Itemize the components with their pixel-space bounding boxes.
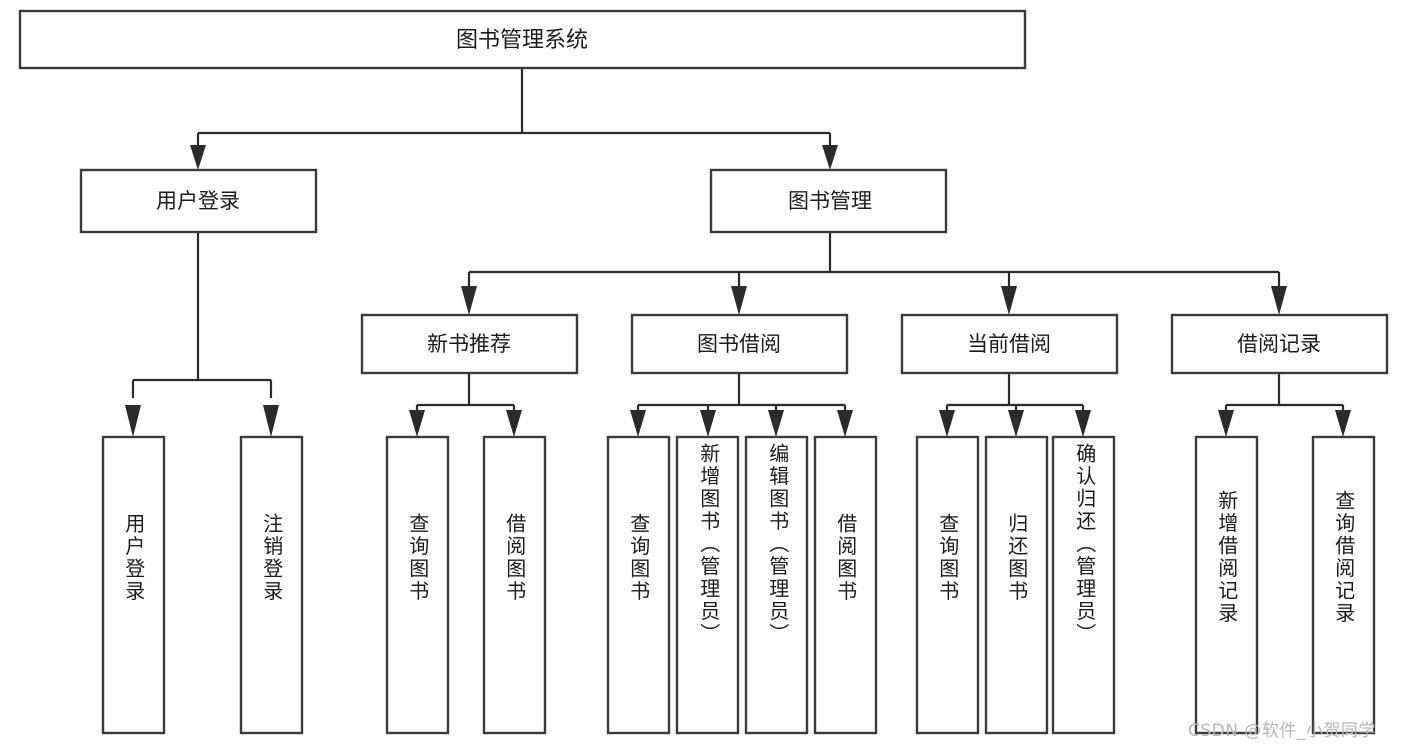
node-current-borrow-label: 当前借阅 (967, 332, 1051, 356)
leaf-box-add-borrow-record[interactable] (1194, 435, 1259, 735)
leaf-box-return-books[interactable] (984, 435, 1049, 735)
node-root-label: 图书管理系统 (456, 28, 588, 53)
node-user-login[interactable]: 用户登录 (79, 168, 318, 234)
leaf-label-return-books: 归还图书 (1004, 513, 1029, 603)
leaf-box-add-book-admin[interactable] (675, 435, 740, 735)
node-new-book-recommend[interactable]: 新书推荐 (360, 313, 579, 375)
node-borrow-records-label: 借阅记录 (1237, 332, 1321, 356)
watermark: CSDN @软件_小贺同学 (1188, 721, 1376, 741)
leaf-label-query-books-recommend: 查询图书 (405, 513, 430, 603)
node-root[interactable]: 图书管理系统 (18, 9, 1027, 70)
leaf-box-confirm-return-admin[interactable] (1051, 435, 1116, 735)
node-book-borrow-label: 图书借阅 (697, 332, 781, 356)
connector-borrow-to-leaves (630, 373, 853, 437)
leaf-label-borrow-books: 借阅图书 (833, 513, 858, 603)
connector-records-to-leaves (1218, 373, 1351, 437)
node-book-management-label: 图书管理 (788, 189, 872, 213)
leaf-label-user-login: 用户登录 (121, 513, 146, 603)
node-current-borrow[interactable]: 当前借阅 (900, 313, 1119, 375)
connector-current-to-leaves (939, 373, 1091, 437)
leaf-box-query-books-recommend[interactable] (385, 435, 450, 735)
leaf-label-query-books-current: 查询图书 (935, 513, 960, 603)
leaf-box-logout[interactable] (239, 435, 304, 735)
leaf-box-borrow-books[interactable] (813, 435, 878, 735)
connector-newbooks-to-leaves (409, 373, 522, 437)
leaf-label-add-book-admin: 新增图书（管理员） (696, 443, 721, 646)
node-user-login-label: 用户登录 (156, 189, 240, 213)
leaf-label-borrow-books-recommend: 借阅图书 (502, 513, 527, 603)
node-borrow-records[interactable]: 借阅记录 (1170, 313, 1389, 375)
connector-root-to-level2 (190, 68, 838, 170)
leaf-label-query-books-borrow: 查询图书 (626, 513, 651, 603)
leaf-box-edit-book-admin[interactable] (744, 435, 809, 735)
leaf-label-edit-book-admin: 编辑图书（管理员） (765, 443, 790, 646)
node-book-management[interactable]: 图书管理 (709, 168, 948, 234)
connector-books-to-level3 (461, 232, 1287, 315)
leaf-label-query-borrow-record: 查询借阅记录 (1331, 490, 1356, 625)
leaf-label-add-borrow-record: 新增借阅记录 (1214, 490, 1239, 625)
leaf-box-query-books-borrow[interactable] (606, 435, 671, 735)
leaf-box-user-login[interactable] (101, 435, 166, 735)
node-new-book-recommend-label: 新书推荐 (427, 332, 511, 356)
node-book-borrow[interactable]: 图书借阅 (630, 313, 849, 375)
leaf-box-borrow-books-recommend[interactable] (482, 435, 547, 735)
leaf-label-logout: 注销登录 (259, 513, 284, 603)
leaf-box-query-borrow-record[interactable] (1311, 435, 1376, 735)
leaf-box-query-books-current[interactable] (915, 435, 980, 735)
connector-login-to-leaves (125, 232, 279, 437)
leaf-label-confirm-return-admin: 确认归还（管理员） (1072, 443, 1097, 646)
